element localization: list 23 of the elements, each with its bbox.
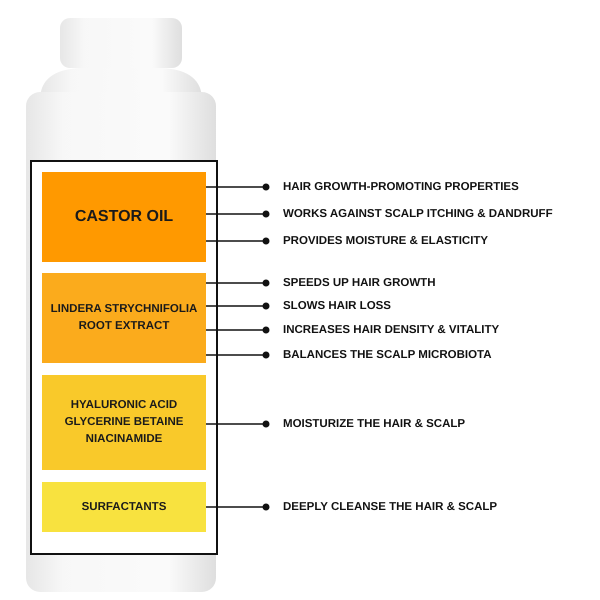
connector-line [206, 352, 270, 358]
benefit-text: DEEPLY CLEANSE THE HAIR & SCALP [270, 499, 598, 515]
ingredient-panel: HYALURONIC ACID GLYCERINE BETAINE NIACINAMIDE [42, 375, 206, 470]
connector-line [206, 504, 270, 510]
ingredient-panel: CASTOR OIL [42, 172, 206, 262]
connector-line [206, 210, 270, 218]
connector-line [206, 280, 270, 286]
benefit-text: MOISTURIZE THE HAIR & SCALP [270, 416, 598, 432]
label-frame [30, 160, 218, 555]
benefit-text: WORKS AGAINST SCALP ITCHING & DANDRUFF [270, 206, 598, 222]
connector-line [206, 326, 270, 334]
benefit-text: SLOWS HAIR LOSS [270, 298, 598, 314]
benefit-text: HAIR GROWTH-PROMOTING PROPERTIES [270, 179, 598, 195]
connector-line [206, 238, 270, 244]
benefit-text: SPEEDS UP HAIR GROWTH [270, 275, 598, 291]
benefit-text: BALANCES THE SCALP MICROBIOTA [270, 347, 598, 363]
connector-line [206, 302, 270, 310]
connector-line [206, 184, 270, 190]
benefit-text: INCREASES HAIR DENSITY & VITALITY [270, 322, 598, 338]
ingredient-panel: SURFACTANTS [42, 482, 206, 532]
ingredient-panel: LINDERA STRYCHNIFOLIA ROOT EXTRACT [42, 273, 206, 363]
benefit-text: PROVIDES MOISTURE & ELASTICITY [270, 233, 598, 249]
connector-line [206, 420, 270, 428]
